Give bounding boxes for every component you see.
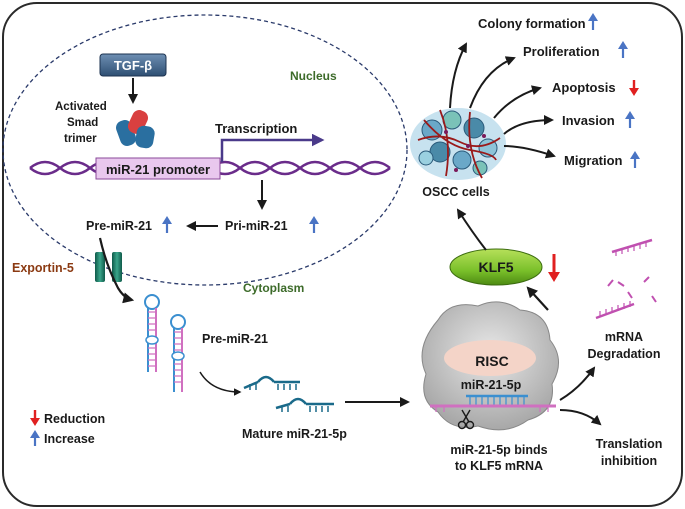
pre-increase-arrow-icon <box>162 216 172 233</box>
pre-mir21-hairpins <box>144 294 186 392</box>
activated-label: Activated <box>55 101 107 113</box>
apoptosis-reduction-arrow-icon <box>629 80 639 96</box>
colony-increase-arrow-icon <box>588 13 598 30</box>
export-arrow <box>98 237 135 304</box>
mrna-fragments <box>595 238 657 320</box>
mir21-promoter-label: miR-21 promoter <box>106 162 210 177</box>
translation-line1: Translation <box>596 437 663 451</box>
klf5-label: KLF5 <box>479 259 514 275</box>
pri-increase-arrow-icon <box>309 216 319 233</box>
legend: Reduction Increase <box>30 410 105 446</box>
transcription-label: Transcription <box>215 121 297 136</box>
to-migration-arrow <box>503 145 556 159</box>
oscc-cells-cluster <box>410 108 506 180</box>
proliferation-label: Proliferation <box>523 44 600 59</box>
scissors-icon <box>457 409 475 430</box>
smad-trimer-icon <box>116 110 155 149</box>
nucleus-membrane <box>2 14 408 286</box>
proliferation-increase-arrow-icon <box>618 41 628 58</box>
mir21-5p-label: miR-21-5p <box>461 378 522 392</box>
pre-mir21-cytoplasm-label: Pre-miR-21 <box>202 332 268 346</box>
risc-complex: RISC miR-21-5p <box>421 301 559 431</box>
klf5-to-oscc-arrow <box>456 208 487 251</box>
legend-increase-label: Increase <box>44 432 95 446</box>
to-translation-arrow <box>559 409 602 426</box>
exportin5-label: Exportin-5 <box>12 261 74 275</box>
to-proliferation-arrow <box>469 56 516 109</box>
oscc-cells-label: OSCC cells <box>422 185 489 199</box>
to-degradation-arrow <box>559 366 596 401</box>
smad-label: Smad <box>67 117 98 129</box>
tgf-beta-box: TGF-β <box>99 53 167 77</box>
migration-label: Migration <box>564 153 623 168</box>
klf5-reduction-arrow-icon <box>548 254 560 282</box>
exportin5-channel-icon <box>95 252 122 282</box>
risc-label: RISC <box>475 353 508 369</box>
klf5-ellipse <box>449 248 543 286</box>
invasion-increase-arrow-icon <box>625 111 635 128</box>
mature-mir21-duplexes <box>243 375 334 412</box>
to-colony-arrow <box>449 42 467 109</box>
mrna-line2: Degradation <box>588 347 661 361</box>
invasion-label: Invasion <box>562 113 615 128</box>
mrna-line1: mRNA <box>605 330 643 344</box>
mature-mir21-label: Mature miR-21-5p <box>242 427 347 441</box>
legend-increase-arrow-icon <box>30 430 40 446</box>
mir21-promoter-box <box>95 157 221 180</box>
to-apoptosis-arrow <box>493 85 542 119</box>
binds-line1: miR-21-5p binds <box>450 443 547 457</box>
translation-line2: inhibition <box>601 454 657 468</box>
pri-mir21-label: Pri-miR-21 <box>225 219 288 233</box>
risc-to-klf5-arrow <box>526 286 549 311</box>
pre-mir21-nucleus-label: Pre-miR-21 <box>86 219 152 233</box>
colony-formation-label: Colony formation <box>478 16 586 31</box>
legend-reduction-label: Reduction <box>44 412 105 426</box>
nucleus-label: Nucleus <box>290 69 337 83</box>
binds-line2: to KLF5 mRNA <box>455 459 543 473</box>
transcription-arrow <box>220 133 325 162</box>
migration-increase-arrow-icon <box>630 151 640 168</box>
legend-reduction-arrow-icon <box>30 410 40 426</box>
trimer-label: trimer <box>64 133 97 145</box>
apoptosis-label: Apoptosis <box>552 80 616 95</box>
tgf-beta-label: TGF-β <box>114 58 152 73</box>
dicer-processing-arrow <box>199 371 242 396</box>
to-invasion-arrow <box>503 115 554 135</box>
cytoplasm-label: Cytoplasm <box>243 281 304 295</box>
